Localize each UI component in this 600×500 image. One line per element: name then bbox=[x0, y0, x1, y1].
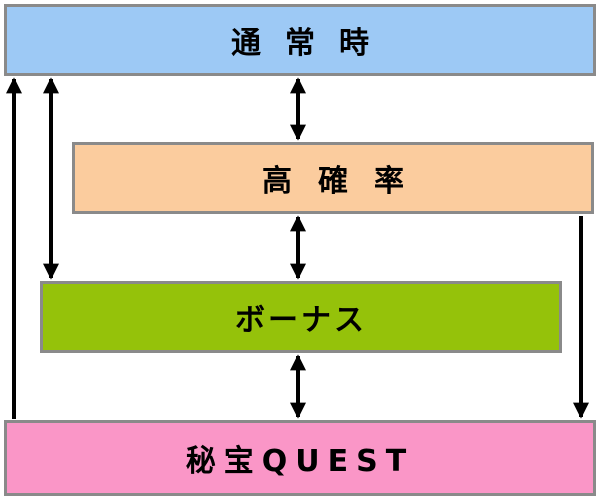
state-box-secret-quest: 秘宝QUEST bbox=[4, 420, 596, 496]
state-box-bonus: ボーナス bbox=[40, 281, 562, 353]
state-box-normal: 通常時 bbox=[4, 4, 596, 76]
state-label-normal: 通常時 bbox=[231, 26, 393, 61]
state-label-bonus: ボーナス bbox=[235, 303, 367, 338]
state-box-high-probability: 高確率 bbox=[72, 142, 594, 214]
state-label-high-probability: 高確率 bbox=[262, 164, 430, 199]
state-label-secret-quest: 秘宝QUEST bbox=[185, 444, 415, 479]
